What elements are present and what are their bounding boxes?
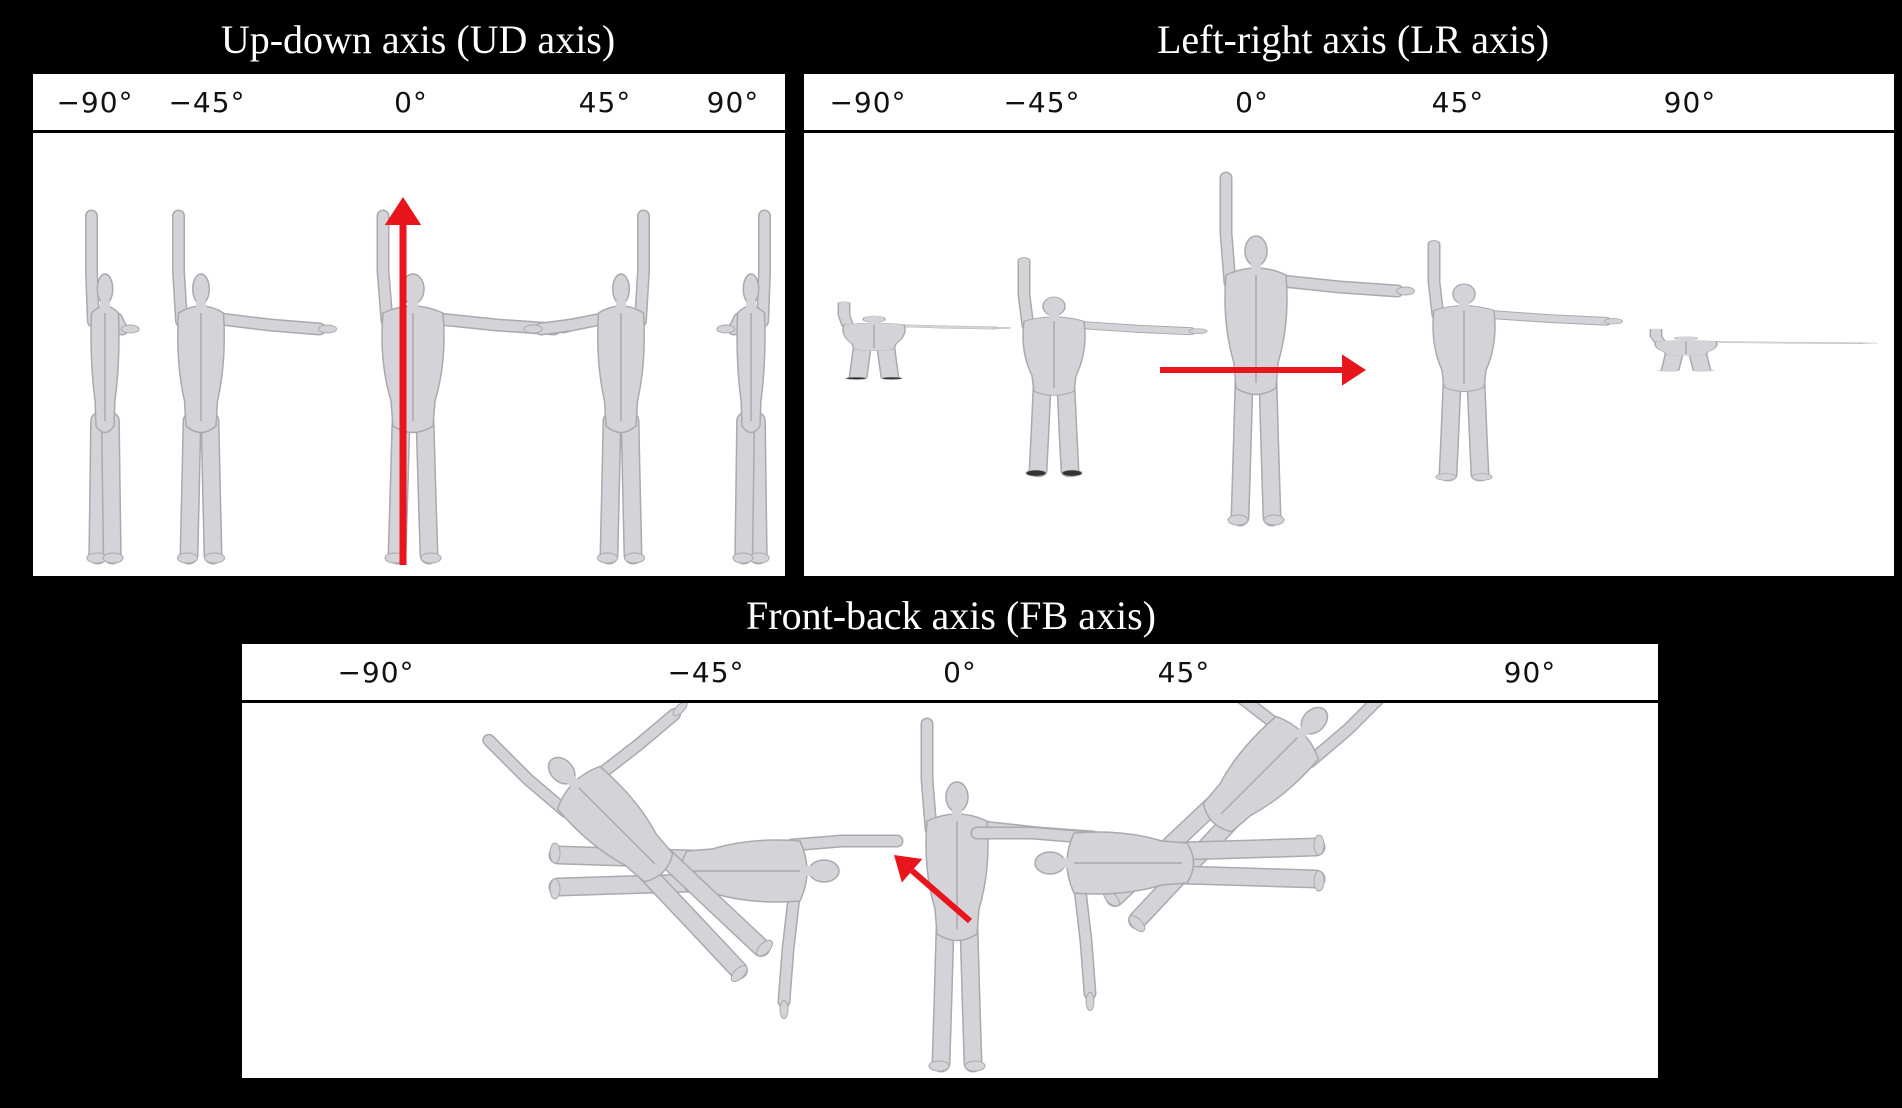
- fb-figure-stage: [242, 703, 1658, 1078]
- fb-angle-label: 90°: [1503, 656, 1557, 689]
- lr-axis-arrow: [1160, 354, 1366, 386]
- ud-figure-45: [523, 209, 650, 565]
- fb-angle-label: 0°: [943, 656, 977, 689]
- ud-figure-stage: [33, 133, 785, 576]
- lr-figure-90: [1649, 328, 1878, 372]
- fb-angle-label: −90°: [337, 656, 415, 689]
- fb-axis-title: Front-back axis (FB axis): [746, 593, 1156, 638]
- lr-figures-svg: [837, 171, 1878, 527]
- fb-axis-arrow: [894, 855, 972, 924]
- fb-angle-header: −90° −45° 0° 45° 90°: [242, 644, 1658, 703]
- lr-angle-header: −90° −45° 0° 45° 90°: [804, 74, 1894, 133]
- ud-angle-label: −90°: [56, 86, 134, 119]
- fb-figure-90: [970, 826, 1326, 1011]
- ud-angle-header: −90° −45° 0° 45° 90°: [33, 74, 785, 133]
- lr-axis-title: Left-right axis (LR axis): [1156, 17, 1550, 62]
- lr-figure-45: [1427, 239, 1623, 482]
- fb-figure-minus-90: [548, 834, 904, 1019]
- ud-angle-label: 45°: [578, 86, 632, 119]
- lr-figure-0: [1219, 171, 1415, 527]
- lr-figure-stage: [804, 133, 1894, 576]
- lr-angle-label: 90°: [1663, 86, 1717, 119]
- ud-angle-label: 0°: [394, 86, 428, 119]
- lr-angle-label: 0°: [1235, 86, 1269, 119]
- lr-figure-minus-90: [837, 301, 1011, 380]
- fb-figures-svg: [482, 703, 1394, 1073]
- fb-angle-label: 45°: [1157, 656, 1211, 689]
- ud-figure-minus-90: [85, 209, 140, 565]
- ud-angle-label: −45°: [168, 86, 246, 119]
- lr-axis-panel: −90° −45° 0° 45° 90°: [804, 74, 1894, 576]
- ud-figures-svg: [85, 197, 771, 565]
- lr-angle-label: −90°: [829, 86, 907, 119]
- ud-axis-panel: −90° −45° 0° 45° 90°: [33, 74, 785, 576]
- ud-figure-0: [376, 209, 572, 565]
- ud-axis-title: Up-down axis (UD axis): [220, 17, 616, 62]
- ud-axis-arrow: [384, 197, 422, 565]
- lr-figures-group: [837, 171, 1878, 527]
- ud-figures-group: [85, 197, 771, 565]
- fb-figure-minus-45: [482, 703, 774, 983]
- fb-figures-group: [482, 703, 1394, 1073]
- fb-angle-label: −45°: [667, 656, 745, 689]
- lr-angle-label: −45°: [1003, 86, 1081, 119]
- fb-axis-panel: −90° −45° 0° 45° 90°: [242, 644, 1658, 1078]
- ud-figure-minus-45: [172, 209, 337, 565]
- lr-angle-label: 45°: [1431, 86, 1485, 119]
- ud-figure-90: [716, 209, 771, 565]
- lr-figure-minus-45: [1017, 257, 1208, 478]
- ud-angle-label: 90°: [706, 86, 760, 119]
